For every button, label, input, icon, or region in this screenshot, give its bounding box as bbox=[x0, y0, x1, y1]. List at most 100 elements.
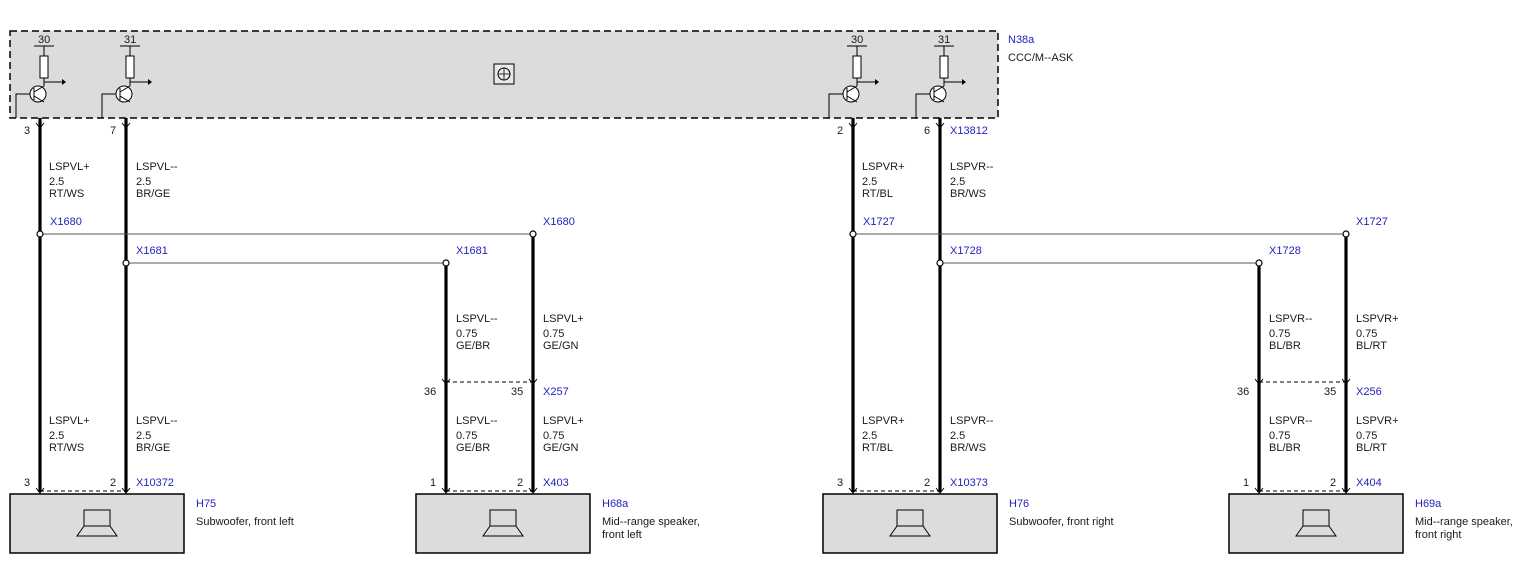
pin-arrow-icon bbox=[935, 487, 945, 494]
speaker-icon bbox=[489, 509, 517, 527]
wire-size: 0.75 bbox=[456, 430, 477, 442]
wire-size: 2.5 bbox=[136, 430, 151, 442]
connector-pin: 35 bbox=[511, 386, 523, 398]
connector-pin: 35 bbox=[1324, 386, 1336, 398]
splice-label: X1727 bbox=[1356, 216, 1388, 228]
wire-size: 2.5 bbox=[49, 430, 64, 442]
speaker-id: H68a bbox=[602, 498, 629, 510]
transistor-icon bbox=[842, 85, 860, 103]
pin-arrow-icon bbox=[528, 487, 538, 494]
speaker-housing bbox=[1228, 493, 1404, 554]
wire-color: BR/WS bbox=[950, 188, 986, 200]
connector-pin: 1 bbox=[1243, 477, 1249, 489]
pin-arrow-icon bbox=[1341, 487, 1351, 494]
transistor-body bbox=[119, 85, 131, 103]
wire-name: LSPVR+ bbox=[1356, 415, 1399, 427]
splice-label: X1728 bbox=[950, 245, 982, 257]
speaker-desc: Subwoofer, front right bbox=[1009, 516, 1114, 528]
transistor-lead bbox=[828, 93, 843, 118]
output-arrow-icon bbox=[148, 79, 152, 85]
wire-name: LSPVR-- bbox=[950, 161, 994, 173]
speaker-cone-icon bbox=[76, 525, 118, 537]
wire-name: LSPVL-- bbox=[456, 415, 498, 427]
splice-node bbox=[36, 230, 44, 238]
wire-color: GE/GN bbox=[543, 340, 579, 352]
speaker-cone-icon bbox=[889, 525, 931, 537]
wire-name: LSPVL-- bbox=[136, 415, 178, 427]
wire-name: LSPVR+ bbox=[862, 161, 905, 173]
supply-pin-label: 30 bbox=[851, 34, 863, 46]
wire-size: 2.5 bbox=[862, 430, 877, 442]
speaker-housing bbox=[415, 493, 591, 554]
connector-pin: 1 bbox=[430, 477, 436, 489]
connector-pin: 3 bbox=[837, 477, 843, 489]
pin-arrow-icon bbox=[1254, 487, 1264, 494]
speaker-id: H75 bbox=[196, 498, 216, 510]
speaker-id: H76 bbox=[1009, 498, 1029, 510]
pin-arrow-icon bbox=[848, 487, 858, 494]
wire-color: RT/WS bbox=[49, 188, 84, 200]
splice-label: X1681 bbox=[456, 245, 488, 257]
transistor-body bbox=[33, 85, 45, 103]
pin-arrow-icon bbox=[441, 487, 451, 494]
connector-label: X10372 bbox=[136, 477, 174, 489]
speaker-desc: Subwoofer, front left bbox=[196, 516, 294, 528]
connector-pin: 2 bbox=[110, 477, 116, 489]
wire-color: BR/GE bbox=[136, 188, 170, 200]
wire-color: BR/WS bbox=[950, 442, 986, 454]
wire-name: LSPVR-- bbox=[1269, 313, 1313, 325]
wire-name: LSPVL-- bbox=[136, 161, 178, 173]
connector-pin: 36 bbox=[424, 386, 436, 398]
pin-arrow-icon bbox=[1254, 378, 1264, 385]
wire-size: 0.75 bbox=[456, 328, 477, 340]
wire-size: 0.75 bbox=[1356, 328, 1377, 340]
module-pin: 2 bbox=[837, 125, 843, 137]
pin-arrow-icon bbox=[1341, 378, 1351, 385]
splice-label: X1680 bbox=[543, 216, 575, 228]
module-connector-label: X13812 bbox=[950, 125, 988, 137]
connector-pin: 2 bbox=[924, 477, 930, 489]
speaker-housing bbox=[822, 493, 998, 554]
splice-label: X1680 bbox=[50, 216, 82, 228]
wire-name: LSPVR+ bbox=[862, 415, 905, 427]
wire-name: LSPVR-- bbox=[950, 415, 994, 427]
splice-node bbox=[1342, 230, 1350, 238]
wire-color: GE/BR bbox=[456, 340, 490, 352]
output-arrow-icon bbox=[875, 79, 879, 85]
module-id: N38a bbox=[1008, 34, 1035, 46]
splice-node bbox=[529, 230, 537, 238]
transistor-body bbox=[933, 85, 945, 103]
wire-size: 0.75 bbox=[1269, 430, 1290, 442]
speaker-housing bbox=[9, 493, 185, 554]
wire-color: BL/RT bbox=[1356, 442, 1387, 454]
wire-name: LSPVL-- bbox=[456, 313, 498, 325]
module-pin: 3 bbox=[24, 125, 30, 137]
wire-size: 2.5 bbox=[136, 176, 151, 188]
speaker-icon bbox=[1302, 509, 1330, 527]
wire-size: 2.5 bbox=[862, 176, 877, 188]
wire-size: 0.75 bbox=[1356, 430, 1377, 442]
wire-size: 0.75 bbox=[1269, 328, 1290, 340]
splice-node bbox=[936, 259, 944, 267]
speaker-desc-2: front right bbox=[1415, 529, 1461, 541]
wire-size: 0.75 bbox=[543, 430, 564, 442]
splice-label: X1727 bbox=[863, 216, 895, 228]
connector-label: X404 bbox=[1356, 477, 1382, 489]
supply-pin-label: 31 bbox=[938, 34, 950, 46]
wire-color: RT/WS bbox=[49, 442, 84, 454]
wire-color: RT/BL bbox=[862, 188, 893, 200]
splice-node bbox=[442, 259, 450, 267]
output-arrow-icon bbox=[62, 79, 66, 85]
supply-pin-label: 31 bbox=[124, 34, 136, 46]
connector-pin: 3 bbox=[24, 477, 30, 489]
wire-size: 0.75 bbox=[543, 328, 564, 340]
wire-name: LSPVL+ bbox=[543, 415, 584, 427]
wire-name: LSPVL+ bbox=[49, 415, 90, 427]
wire-color: BL/RT bbox=[1356, 340, 1387, 352]
speaker-cone-icon bbox=[482, 525, 524, 537]
wire-size: 2.5 bbox=[49, 176, 64, 188]
pin-arrow-icon bbox=[35, 487, 45, 494]
